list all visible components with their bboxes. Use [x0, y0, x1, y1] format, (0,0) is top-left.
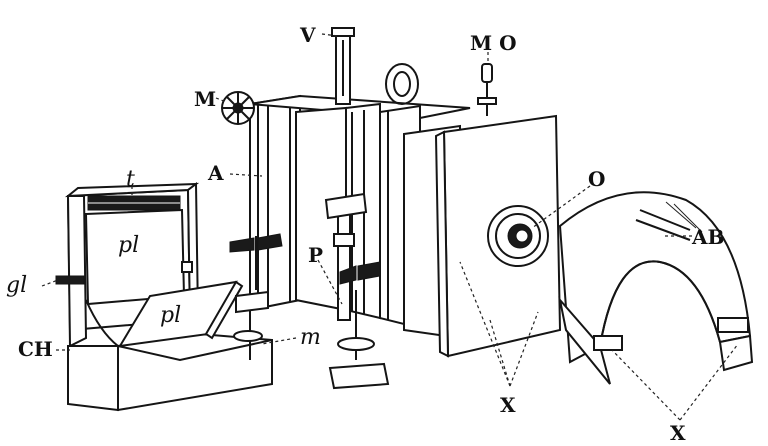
label-m: m [300, 325, 321, 350]
label-X-center: X [500, 393, 516, 417]
label-M: M [194, 87, 216, 111]
label-pl-back: pl [118, 233, 139, 258]
label-V: V [299, 23, 316, 47]
press-body [221, 27, 562, 390]
label-AB: AB [691, 225, 724, 249]
label-CH: CH [18, 337, 53, 361]
label-P: P [308, 243, 323, 267]
curved-hood [558, 191, 754, 385]
labels: V M M O A O AB P t pl pl gl CH m X X [6, 23, 724, 445]
label-pl-front: pl [160, 303, 181, 328]
label-X-right: X [670, 421, 686, 445]
label-gl: gl [6, 273, 27, 298]
plate-holder [55, 182, 273, 412]
label-t: t [126, 167, 135, 192]
label-O: O [588, 167, 605, 191]
leader-lines [41, 33, 739, 421]
label-MO: M O [470, 31, 517, 55]
label-A: A [207, 161, 224, 185]
